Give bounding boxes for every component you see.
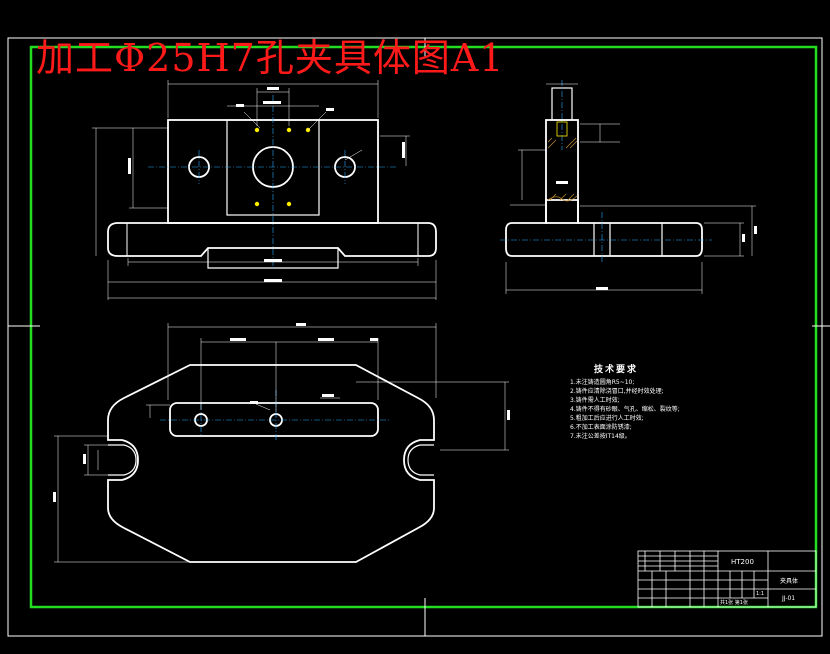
- requirement-item: 2.铸件应清除浇冒口,并经时效处理;: [570, 388, 664, 395]
- centering-marks: [8, 38, 830, 636]
- side-view-dim-text: [556, 181, 757, 290]
- drawing-frame: [29, 45, 818, 609]
- requirement-item: 7.未注公差按IT14级。: [570, 433, 631, 440]
- side-view-centerlines: [500, 80, 712, 262]
- title-block-grid: [637, 550, 817, 608]
- top-view-dim-text: [53, 323, 510, 502]
- top-view: [107, 364, 435, 563]
- technical-requirements: 技术要求 1.未注铸造圆角R5~10; 2.铸件应清除浇冒口,并经时效处理; 3…: [570, 362, 680, 441]
- front-view-centerlines: [148, 95, 398, 270]
- title-block-sheet: 共1张 第1张: [720, 600, 748, 606]
- front-view: [107, 119, 437, 269]
- requirement-item: 4.铸件不得有砂眼、气孔、缩松、裂纹等;: [570, 406, 680, 413]
- requirement-item: 3.铸件需人工时效;: [570, 397, 620, 404]
- requirement-item: 5.粗加工后应进行人工时效;: [570, 415, 644, 422]
- top-view-dimensions: [54, 323, 509, 563]
- side-view: [505, 87, 703, 257]
- sheet-border: [7, 37, 823, 637]
- side-view-section: [547, 137, 578, 202]
- requirement-item: 6.不加工表面涂防锈漆;: [570, 424, 632, 431]
- front-view-dimensions: [92, 80, 437, 300]
- title-block-scale: 1:1: [756, 591, 765, 597]
- technical-requirements-heading: 技术要求: [594, 365, 639, 375]
- requirement-item: 1.未注铸造圆角R5~10;: [570, 379, 635, 386]
- title-block-part-name: 夹具体: [780, 578, 799, 585]
- front-view-dim-text: [128, 87, 405, 282]
- top-view-centerlines: [160, 390, 390, 440]
- side-view-marker: [556, 121, 568, 137]
- title-block-drawing-no: JJ-01: [782, 595, 796, 602]
- drawing-title: 加工Φ25H7孔夹具体图A1: [36, 36, 505, 80]
- side-view-dimensions: [505, 83, 756, 294]
- title-block-material: HT200: [731, 558, 754, 566]
